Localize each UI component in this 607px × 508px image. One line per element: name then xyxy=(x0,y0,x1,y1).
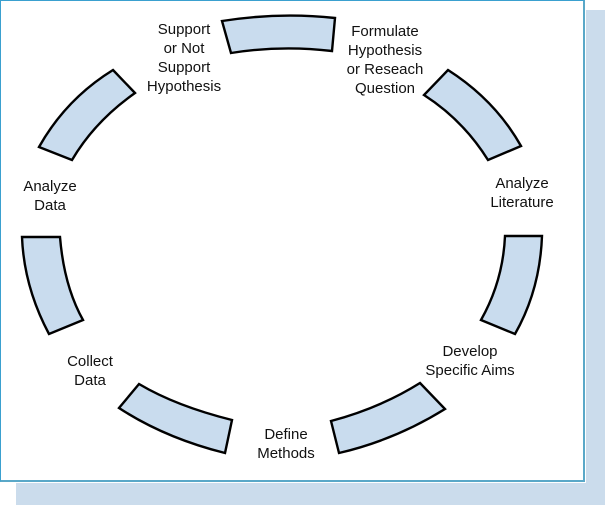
step-label-define-methods: Define Methods xyxy=(257,426,315,462)
cycle-segment-upper-right xyxy=(422,68,523,162)
frame-shadow-bottom xyxy=(16,483,605,505)
step-label-collect-data: Collect Data xyxy=(67,353,113,389)
cycle-segment-top xyxy=(220,14,337,55)
cycle-segment-upper-left xyxy=(37,68,137,162)
cycle-segment-left xyxy=(20,235,85,336)
step-label-formulate-hypothesis: Formulate Hypothesis or Reseach Question xyxy=(346,23,424,97)
cycle-segment-right xyxy=(479,234,544,336)
step-label-support-hypothesis: Support or Not Support Hypothesis xyxy=(146,21,222,95)
step-label-develop-specific-aims: Develop Specific Aims xyxy=(425,343,515,379)
step-label-analyze-data: Analyze Data xyxy=(23,178,77,214)
frame-shadow-right xyxy=(586,10,605,505)
cycle-segment-lower-right xyxy=(329,381,447,455)
cycle-segment-bottom xyxy=(117,382,234,455)
step-label-analyze-literature: Analyze Literature xyxy=(490,175,554,211)
